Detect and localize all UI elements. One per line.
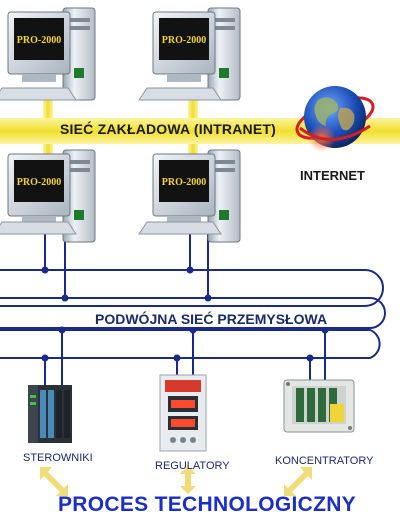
network-nodes xyxy=(41,266,329,362)
regulator-device-icon xyxy=(159,374,207,452)
workstation-4: PRO-2000 xyxy=(138,149,241,243)
industrial-network-label: PODWÓJNA SIEĆ PRZEMYSŁOWA xyxy=(92,311,331,327)
regulators-label: REGULATORY xyxy=(155,460,230,472)
process-arrows xyxy=(40,466,312,496)
workstation-2: PRO-2000 xyxy=(138,7,241,101)
globe-icon xyxy=(295,86,375,152)
concentrator-device-icon xyxy=(283,379,355,433)
plc-device-icon xyxy=(28,385,72,443)
workstation-screen-text: PRO-2000 xyxy=(162,177,206,188)
process-title: PROCES TECHNOLOGICZNY xyxy=(58,493,356,516)
plc-label: STEROWNIKI xyxy=(23,452,93,464)
industrial-network-lines xyxy=(0,234,386,385)
workstation-screen-text: PRO-2000 xyxy=(17,177,61,188)
workstation-screen-text: PRO-2000 xyxy=(162,35,206,46)
workstation-3: PRO-2000 xyxy=(0,149,96,243)
workstation-1: PRO-2000 xyxy=(0,7,96,101)
intranet-label: SIEĆ ZAKŁADOWA (INTRANET) xyxy=(60,121,277,137)
workstation-screen-text: PRO-2000 xyxy=(17,35,61,46)
concentrators-label: KONCENTRATORY xyxy=(275,455,374,467)
internet-label: INTERNET xyxy=(300,168,365,183)
